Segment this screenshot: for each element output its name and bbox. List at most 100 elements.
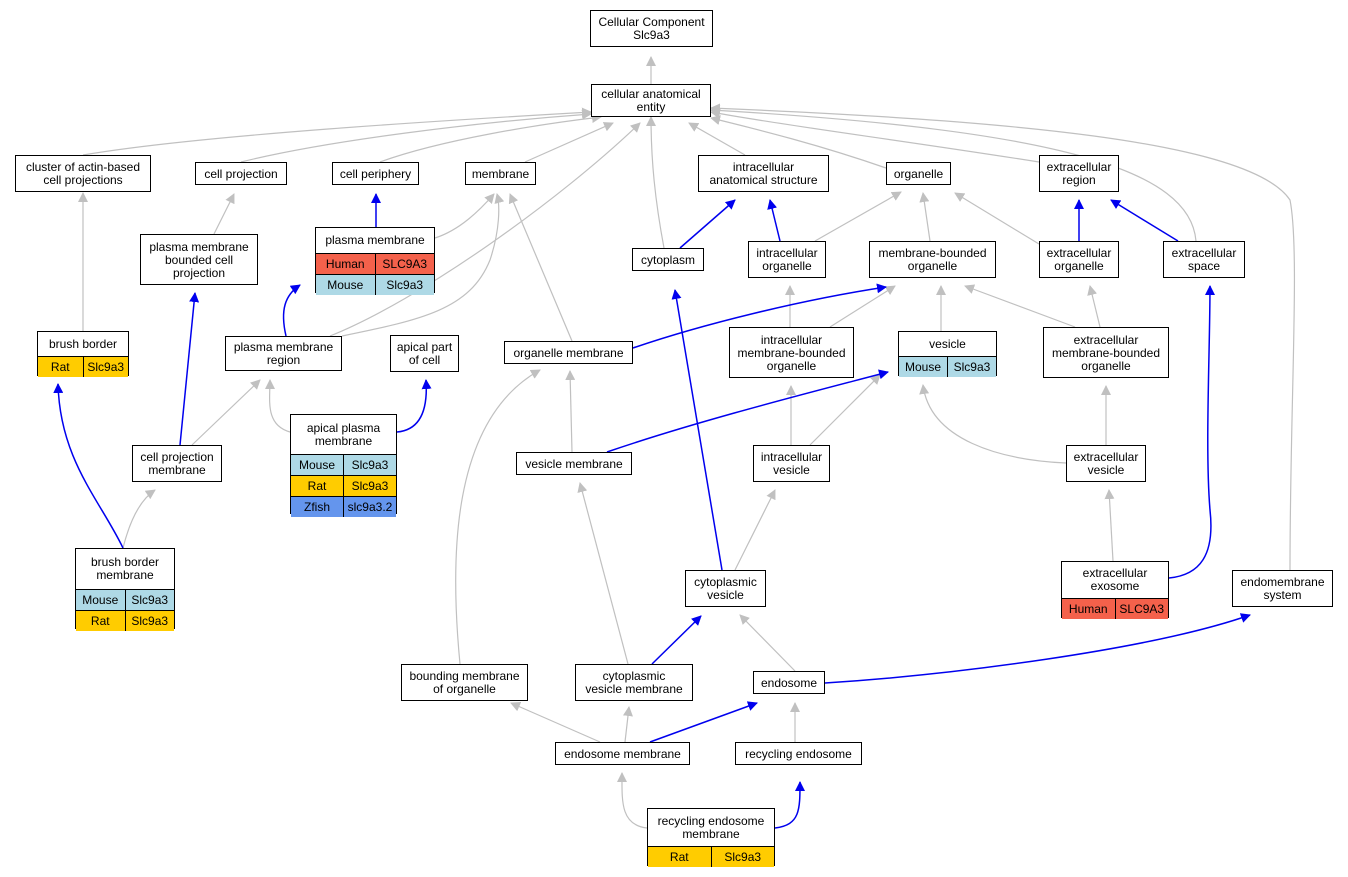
node-label: brush border membrane [90,555,160,582]
gene-cell: Slc9a3 [343,455,396,475]
node-pmbcp[interactable]: plasma membrane bounded cell projection [140,234,258,285]
node-imbo[interactable]: intracellular membrane-bounded organelle [729,327,854,378]
node-mbo[interactable]: membrane-bounded organelle [869,241,996,278]
node-label: intracellular organelle [756,246,818,273]
node-label: extracellular exosome [1082,566,1148,593]
edge-gray [710,108,1040,163]
edge-gray [710,115,887,169]
edge-gray [829,285,896,328]
node-label: endosome membrane [564,746,681,761]
node-embo[interactable]: extracellular membrane-bounded organelle [1043,327,1169,378]
node-label: organelle [893,166,944,181]
edge-gray [919,192,931,242]
node-cvm[interactable]: cytoplasmic vesicle membrane [575,664,693,701]
node-label: Cellular Component Slc9a3 [598,15,705,42]
edge-gray [213,193,235,235]
species-gene-row: Rat Slc9a3 [76,610,174,631]
node-ems[interactable]: endomembrane system [1232,570,1333,607]
node-extreg[interactable]: extracellular region [1039,155,1119,192]
gene-cell: Slc9a3 [343,476,396,496]
edge-gray [616,772,648,829]
gene-cell: SLC9A3 [374,254,435,274]
species-cell: Zfish [303,499,330,514]
species-cell: Rat [307,478,327,493]
edge-gray [739,614,796,672]
species-cell: Rat [90,613,110,628]
node-intraorg[interactable]: intracellular organelle [748,241,826,278]
node-label: extracellular space [1171,246,1237,273]
gene-cell: SLC9A3 [1114,599,1169,619]
species-cell: Mouse [82,592,119,607]
node-cae[interactable]: cellular anatomical entity [591,84,711,117]
edge-blue [396,379,432,433]
edge-gray [646,116,665,249]
node-label: cell projection membrane [140,450,214,477]
node-label: plasma membrane region [233,340,334,367]
gene-cell: Slc9a3 [82,357,129,377]
species-cell: Mouse [327,277,364,292]
gene-cell: Slc9a3 [124,611,175,631]
edge-blue [679,199,736,249]
edge-gray [524,122,614,163]
edge-gray [434,193,495,239]
node-label: endosome [760,675,818,690]
node-endo[interactable]: endosome [753,671,825,694]
node-label: vesicle [929,336,966,351]
node-orgmem[interactable]: organelle membrane [504,341,633,364]
edge-gray [379,113,602,163]
node-membrane[interactable]: membrane [465,162,536,185]
node-cellproj[interactable]: cell projection [195,162,287,185]
node-cellperiph[interactable]: cell periphery [332,162,419,185]
node-pmr[interactable]: plasma membrane region [225,336,342,371]
node-cluster[interactable]: cluster of actin-based cell projections [15,155,151,192]
node-ev[interactable]: extracellular vesicle [1066,445,1146,482]
node-ias[interactable]: intracellular anatomical structure [698,155,829,192]
edge-blue [1110,199,1179,242]
edge-gray [191,379,261,446]
node-recendo[interactable]: recycling endosome [735,742,862,765]
node-label: plasma membrane bounded cell projection [149,239,249,280]
node-extspace[interactable]: extracellular space [1163,241,1245,278]
edge-blue [632,283,887,349]
edge-gray [264,379,291,433]
species-gene-row: Rat Slc9a3 [291,475,396,496]
node-cv[interactable]: cytoplasmic vesicle [685,570,766,607]
node-vm[interactable]: vesicle membrane [516,452,632,475]
edge-gray [814,191,902,242]
species-gene-row: Rat Slc9a3 [38,356,128,377]
gene-cell: Slc9a3 [947,357,996,377]
edge-gray [964,284,1076,328]
node-label: cytoplasmic vesicle membrane [585,669,683,696]
node-label: cytoplasm [640,252,696,267]
edge-gray [954,192,1040,245]
node-cpm[interactable]: cell projection membrane [132,445,222,482]
node-apc[interactable]: apical part of cell [390,335,459,372]
edge-gray [329,122,641,337]
node-iv[interactable]: intracellular vesicle [753,445,830,482]
gene-cell: Slc9a3 [710,847,775,867]
node-label: intracellular membrane-bounded organelle [737,332,846,373]
edge-gray [341,193,505,337]
species-cell: Rat [669,849,689,864]
node-organelle[interactable]: organelle [886,162,951,185]
node-cytoplasm[interactable]: cytoplasm [632,248,704,271]
node-bmo[interactable]: bounding membrane of organelle [401,664,528,701]
node-root[interactable]: Cellular Component Slc9a3 [590,10,713,47]
node-label: extracellular vesicle [1073,450,1139,477]
node-label: cell periphery [339,166,412,181]
edge-gray [508,193,573,342]
species-cell: Rat [50,359,70,374]
node-extraorg[interactable]: extracellular organelle [1039,241,1119,278]
node-endomem[interactable]: endosome membrane [555,742,690,765]
